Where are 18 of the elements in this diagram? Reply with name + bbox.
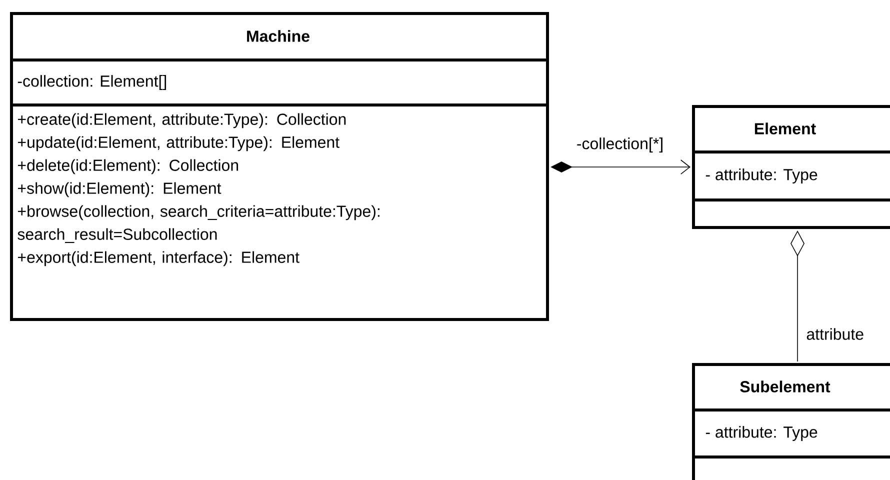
method-text: +create(id:Element, attribute:Type): Collection [18,113,346,128]
class-box [692,363,890,480]
class-name: Subelement [740,380,830,392]
attribute-text: - attribute: Type [706,426,818,441]
method-text: +update(id:Element, attribute:Type): Element [18,136,340,152]
method-text: +show(id:Element): Element [18,182,222,198]
class-box [10,12,549,321]
class-name: Machine [247,30,310,42]
edge-label: attribute [805,327,866,341]
class-name: Element [754,122,816,134]
class-box [692,105,890,229]
attribute-text: - attribute: Type [706,168,818,184]
method-text: +browse(collection, search_criteria=attribute:Type): search_result=Subcollection [18,205,380,243]
method-text: +export(id:Element, interface): Element [18,251,300,266]
edge-label: -collection[*] [575,136,665,154]
method-text: +delete(id:Element): Collection [18,159,238,174]
association-line [790,230,804,362]
attribute-text: -collection: Element[] [18,75,166,90]
